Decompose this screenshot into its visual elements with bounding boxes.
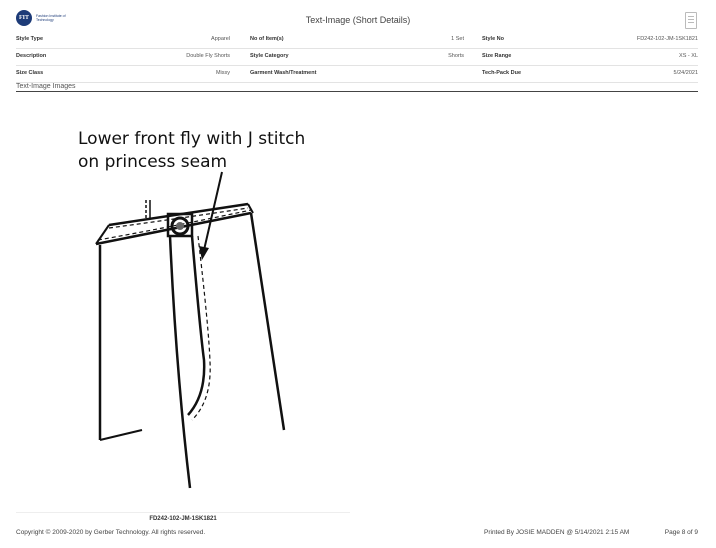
- page-number: Page 8 of 9: [664, 529, 698, 536]
- no-of-items-label: No of Item(s): [250, 36, 284, 42]
- waistband-stitch: [97, 209, 252, 241]
- arrow-shaft: [203, 171, 223, 251]
- image-caption: FD242-102-JM-1SK1821: [16, 512, 350, 522]
- logo-text: Fashion Institute of Technology: [36, 14, 66, 22]
- description-value: Double Fly Shorts: [186, 53, 230, 59]
- right-side-seam: [249, 212, 286, 431]
- shorts-sketch: Lower front fly with J stitch on princes…: [78, 129, 305, 489]
- arrow-head: [199, 246, 209, 260]
- fly-j-seam: [187, 235, 206, 416]
- logo-mark: FIT: [16, 10, 32, 26]
- details-row: Style Type Apparel No of Item(s) 1 Set S…: [16, 32, 698, 49]
- size-range-label: Size Range: [482, 53, 512, 59]
- copyright-text: Copyright © 2009-2020 by Gerber Technolo…: [16, 529, 206, 536]
- page-title: Text-Image (Short Details): [305, 15, 411, 25]
- sketch-image: Lower front fly with J stitch on princes…: [16, 100, 350, 512]
- center-front-seam: [168, 235, 192, 489]
- waistband-bottom: [95, 211, 252, 246]
- fit-logo: FIT Fashion Institute of Technology: [16, 10, 72, 26]
- button-tab: [166, 212, 194, 238]
- section-title: Text-Image Images: [16, 83, 698, 92]
- tech-pack-due-value: 5/24/2021: [673, 70, 698, 76]
- style-no-value: FD242-102-JM-1SK1821: [636, 36, 698, 42]
- printed-by-text: Printed By JOSIE MADDEN @ 5/14/2021 2:15…: [484, 529, 630, 536]
- size-class-label: Size Class: [16, 70, 44, 76]
- button-icon: [170, 216, 190, 236]
- size-class-value: Missy: [215, 70, 230, 76]
- details-row: Description Double Fly Shorts Style Cate…: [16, 49, 698, 66]
- size-range-value: XS - XL: [679, 53, 698, 59]
- garment-wash-label: Garment Wash/Treatment: [250, 70, 317, 76]
- style-type-label: Style Type: [16, 36, 44, 42]
- style-no-label: Style No: [482, 36, 505, 42]
- style-details-table: Style Type Apparel No of Item(s) 1 Set S…: [16, 32, 698, 83]
- annotation-line-2: on princess seam: [78, 152, 227, 172]
- style-type-value: Apparel: [211, 36, 230, 42]
- document-icon: [685, 12, 697, 29]
- style-category-label: Style Category: [250, 53, 289, 59]
- waistband-stitch: [108, 207, 249, 229]
- fly-j-stitch: [191, 235, 211, 421]
- style-category-value: Shorts: [448, 53, 464, 59]
- tech-pack-due-label: Tech-Pack Due: [482, 70, 522, 76]
- left-hem: [99, 429, 143, 441]
- details-row: Size Class Missy Garment Wash/Treatment …: [16, 66, 698, 83]
- description-label: Description: [16, 53, 47, 59]
- no-of-items-value: 1 Set: [451, 36, 464, 42]
- annotation-line-1: Lower front fly with J stitch: [78, 129, 305, 149]
- page-header: FIT Fashion Institute of Technology Text…: [0, 0, 716, 34]
